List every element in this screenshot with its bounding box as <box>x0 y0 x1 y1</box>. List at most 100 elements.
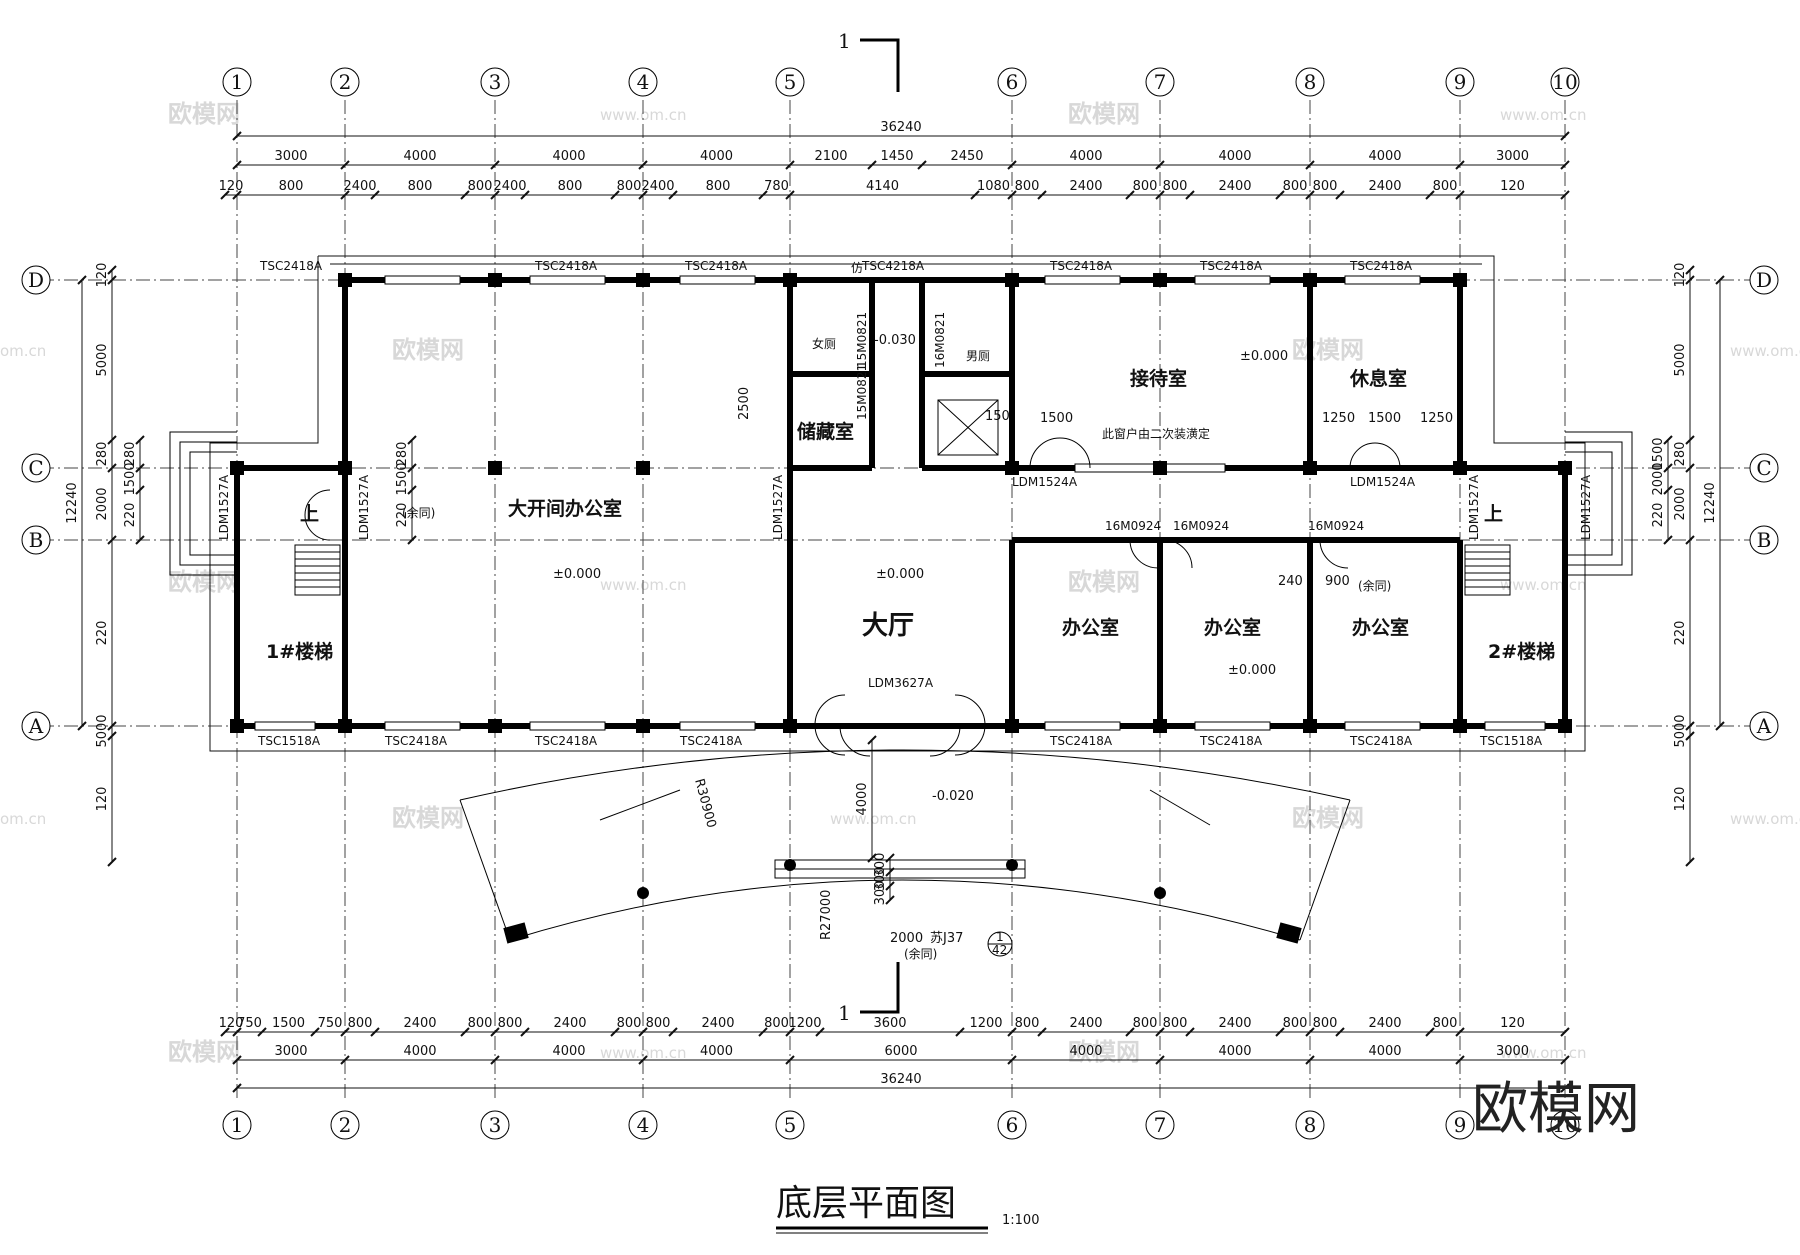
dim-1250-b: 1250 <box>1420 411 1453 426</box>
dim-bottom-detail-text: 2400 <box>403 1016 436 1031</box>
brand-watermark: 欧模网 <box>1472 1077 1640 1142</box>
dim-bottom-detail-tick <box>1185 1027 1195 1037</box>
dim-entrance-depth-tick <box>867 853 877 863</box>
dim-top-bays-tick <box>490 160 500 170</box>
dim-bottom-detail-text: 2400 <box>701 1016 734 1031</box>
column <box>783 273 797 287</box>
column <box>1005 719 1019 733</box>
axis-bubble-8 <box>1295 67 1325 97</box>
dim-bottom-detail-tick <box>638 1027 648 1037</box>
tag-ldm1527-1: LDM1527A <box>217 474 231 540</box>
dim-top-detail-tick <box>1275 190 1285 200</box>
dim-right-text: 220 <box>1673 621 1688 646</box>
column <box>1005 273 1019 287</box>
tag-ldm1527-4: LDM1527A <box>1467 474 1481 540</box>
dim-left-tick <box>107 435 117 445</box>
dim-bottom-bays-text: 6000 <box>884 1044 917 1059</box>
dim-top-detail-tick <box>220 190 230 200</box>
axis-label-9: 9 <box>1454 70 1467 94</box>
dim-top-bays-tick <box>232 160 242 170</box>
axis-bubble-A <box>21 711 51 741</box>
dim-right-text: 280 <box>1673 442 1688 467</box>
dim-stair-sub-tick <box>407 535 417 545</box>
column <box>1303 273 1317 287</box>
dim-bottom-bays-tick <box>785 1055 795 1065</box>
label-up-right: 上 <box>1484 503 1503 525</box>
tag-m0924-3: 16M0924 <box>1308 519 1364 533</box>
level-entrance: -0.020 <box>932 789 974 804</box>
tag-ldm1527-3: LDM1527A <box>771 474 785 540</box>
dim-top-detail-text: 800 <box>1133 179 1158 194</box>
dim-top-bays-text: 2100 <box>814 149 847 164</box>
dim-left-text: 280 <box>95 442 110 467</box>
axis-bubble-2 <box>330 1110 360 1140</box>
dim-bottom-detail-tick <box>668 1027 678 1037</box>
dim-bottom-detail-text: 120 <box>1500 1016 1525 1031</box>
axis-bubble-5 <box>775 1110 805 1140</box>
column <box>1153 461 1167 475</box>
axis-label-2: 2 <box>339 70 352 94</box>
dim-top-detail-tick <box>638 190 648 200</box>
side-steps-left <box>169 431 237 576</box>
tag-a-3: TSC2418A <box>534 734 598 748</box>
dim-left-text: 2000 <box>95 487 110 520</box>
axis-label-1: 1 <box>231 70 244 94</box>
dim-1250-a: 1250 <box>1322 411 1355 426</box>
level-open-office: ±0.000 <box>553 567 601 582</box>
dim-top-total-tick <box>1560 131 1570 141</box>
dim-top-detail-tick <box>1425 190 1435 200</box>
dim-right-text: 5000 <box>1673 343 1688 376</box>
dim-top-bays-text: 2450 <box>950 149 983 164</box>
dim-top-detail-tick <box>490 190 500 200</box>
dim-left-total-tick <box>77 275 87 285</box>
dim-right-text: 120 <box>1673 787 1688 812</box>
axis-bubble-9 <box>1445 67 1475 97</box>
dim-bottom-bays-text: 4000 <box>552 1044 585 1059</box>
dim-bottom-detail-tick <box>490 1027 500 1037</box>
watermark-url: www.om.cn <box>1500 576 1587 594</box>
tag-a-1: TSC1518A <box>257 734 321 748</box>
watermark-layer: 欧模网 www.om.cn 欧模网 www.om.cn om.cn 欧模网 欧模… <box>0 100 1800 1066</box>
dim-bottom-detail-text: 2400 <box>1218 1016 1251 1031</box>
watermark-text: 欧模网 <box>1068 568 1140 596</box>
axis-label-9: 9 <box>1454 1113 1467 1137</box>
watermark-url: www.om.cn <box>1730 342 1800 360</box>
tag-d-7: TSC2418A <box>1349 259 1413 273</box>
plinth-outline <box>209 255 1586 752</box>
room-office-2: 办公室 <box>1204 616 1261 639</box>
dim-top-bays-tick <box>917 160 927 170</box>
dim-right-tick <box>1685 721 1695 731</box>
dim-top-detail-tick <box>758 190 768 200</box>
room-stair2: 2#楼梯 <box>1488 640 1555 663</box>
tag-ldm1527-5: LDM1527A <box>1579 474 1593 540</box>
room-open-office: 大开间办公室 <box>508 497 622 520</box>
axis-bubble-C <box>21 453 51 483</box>
tag-m0821-1: 15M0821 <box>855 312 869 368</box>
column <box>636 461 650 475</box>
dim-top-detail-text: 120 <box>1500 179 1525 194</box>
tag-ldm1527-2: LDM1527A <box>357 474 371 540</box>
dim-bottom-detail-text: 2400 <box>553 1016 586 1031</box>
dim-bottom-detail-text: 750 <box>318 1016 343 1031</box>
dim-top-detail-tick <box>1037 190 1047 200</box>
dim-top-bays-text: 4000 <box>1069 149 1102 164</box>
dim-bottom-detail-text: 750 <box>237 1016 262 1031</box>
column <box>783 719 797 733</box>
dim-bottom-total-text: 36240 <box>880 1072 921 1087</box>
dim-top-detail-tick <box>1185 190 1195 200</box>
axis-bubble-1 <box>222 1110 252 1140</box>
column <box>1453 461 1467 475</box>
dim-bottom-detail-tick <box>1425 1027 1435 1037</box>
watermark-text: 欧模网 <box>392 336 464 364</box>
dim-right-text: 2000 <box>1673 487 1688 520</box>
axis-label-7: 7 <box>1154 1113 1167 1137</box>
dim-top-detail-text: 2400 <box>1069 179 1102 194</box>
dim-stair-sub-text: 1500 <box>395 462 410 495</box>
watermark-url: www.om.cn <box>830 810 917 828</box>
room-reception: 接待室 <box>1130 367 1187 390</box>
room-lounge: 休息室 <box>1349 367 1407 390</box>
axis-bubble-6 <box>997 67 1027 97</box>
dim-top-detail-tick <box>970 190 980 200</box>
dim-left-sub-tick <box>135 435 145 445</box>
dim-bottom-detail-tick <box>785 1027 795 1037</box>
